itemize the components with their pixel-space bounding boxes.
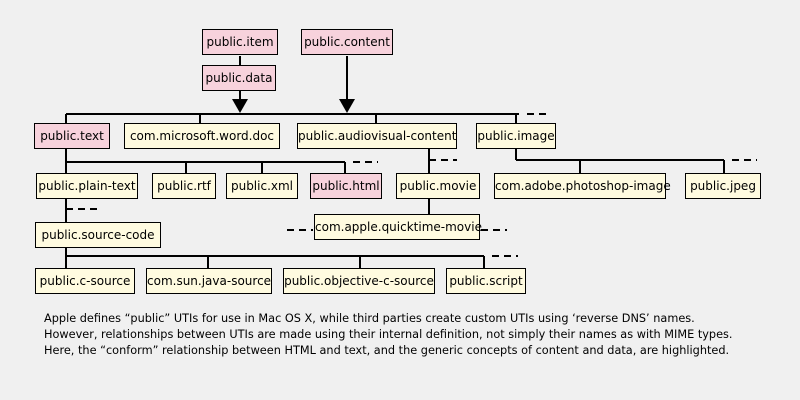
node-public-audiovisual-content: public.audiovisual-content [297, 123, 457, 149]
node-label: com.adobe.photoshop-image [495, 179, 671, 193]
node-label: public.script [449, 274, 523, 288]
caption-line-3: Here, the “conform” relationship between… [44, 344, 730, 357]
node-com-sun-java-source: com.sun.java-source [146, 268, 272, 294]
node-label: public.plain-text [38, 179, 136, 193]
node-label: public.objective-c-source [284, 274, 434, 288]
node-public-item: public.item [202, 29, 278, 55]
node-label: public.xml [230, 179, 294, 193]
node-label: public.html [312, 179, 380, 193]
node-com-adobe-photoshop-image: com.adobe.photoshop-image [494, 173, 671, 199]
node-public-image: public.image [476, 123, 556, 149]
node-public-html: public.html [310, 173, 382, 199]
node-label: public.content [304, 35, 390, 49]
node-public-c-source: public.c-source [35, 268, 135, 294]
node-com-apple-quicktime-movie: com.apple.quicktime-movie [314, 214, 482, 240]
caption-line-2: However, relationships between UTIs are … [44, 328, 733, 341]
arrowhead-content [339, 99, 355, 113]
node-public-objective-c-source: public.objective-c-source [283, 268, 435, 294]
node-public-jpeg: public.jpeg [685, 173, 761, 199]
node-public-content: public.content [301, 29, 393, 55]
node-label: public.text [40, 129, 104, 143]
node-public-rtf: public.rtf [152, 173, 216, 199]
node-label: public.data [205, 71, 273, 85]
node-label: public.source-code [41, 228, 155, 242]
node-public-data: public.data [202, 65, 276, 91]
node-label: public.movie [399, 179, 477, 193]
node-public-script: public.script [446, 268, 526, 294]
node-public-source-code: public.source-code [35, 222, 161, 248]
uti-hierarchy-diagram: public.item public.content public.data p… [34, 29, 761, 294]
node-label: public.rtf [157, 179, 211, 193]
node-label: public.c-source [39, 274, 131, 288]
node-public-xml: public.xml [226, 173, 298, 199]
node-label: com.apple.quicktime-movie [315, 220, 482, 234]
node-public-text: public.text [34, 123, 110, 149]
node-label: com.sun.java-source [147, 274, 272, 288]
connector-lines [65, 56, 757, 268]
node-com-microsoft-word-doc: com.microsoft.word.doc [124, 123, 280, 149]
arrowhead-data [232, 99, 248, 113]
node-label: com.microsoft.word.doc [129, 129, 275, 143]
node-public-plain-text: public.plain-text [36, 173, 138, 199]
caption: Apple defines “public” UTIs for use in M… [44, 311, 784, 359]
node-public-movie: public.movie [396, 173, 480, 199]
node-label: public.item [206, 35, 274, 49]
node-label: public.audiovisual-content [298, 129, 457, 143]
caption-line-1: Apple defines “public” UTIs for use in M… [44, 312, 695, 325]
node-label: public.jpeg [690, 179, 756, 193]
node-label: public.image [477, 129, 555, 143]
